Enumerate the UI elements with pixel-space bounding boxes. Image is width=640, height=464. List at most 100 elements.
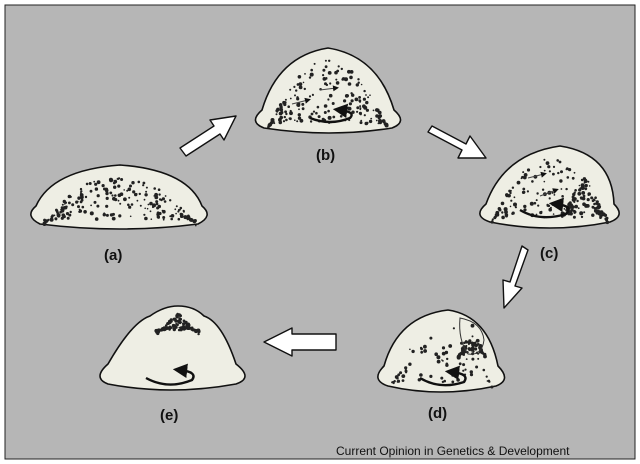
cell-dot bbox=[337, 108, 340, 111]
cell-dot bbox=[461, 350, 463, 352]
cell-dot bbox=[474, 347, 477, 350]
cell-dot bbox=[157, 215, 160, 218]
cell-dot bbox=[86, 183, 89, 186]
cell-dot bbox=[94, 183, 97, 186]
cell-dot bbox=[423, 349, 427, 353]
cell-dot bbox=[131, 203, 134, 206]
cell-dot bbox=[584, 187, 587, 190]
cell-dot bbox=[378, 119, 382, 123]
cell-dot bbox=[109, 192, 112, 195]
cell-dot bbox=[165, 324, 168, 327]
cell-dot bbox=[328, 60, 330, 62]
cell-dot bbox=[515, 206, 517, 208]
cell-dot bbox=[78, 197, 81, 200]
cell-dot bbox=[68, 214, 71, 217]
cell-dot bbox=[580, 198, 582, 200]
cell-dot bbox=[492, 218, 494, 220]
cell-dot bbox=[501, 211, 503, 213]
cell-dot bbox=[296, 96, 298, 98]
cell-dot bbox=[522, 188, 525, 191]
cell-dot bbox=[332, 116, 335, 119]
cell-dot bbox=[483, 369, 486, 372]
cell-dot bbox=[131, 181, 134, 184]
cell-dot bbox=[409, 349, 411, 351]
cell-dot bbox=[299, 86, 303, 90]
cell-dot bbox=[527, 190, 529, 192]
cell-dot bbox=[174, 208, 176, 210]
cell-dot bbox=[123, 197, 127, 201]
cell-dot bbox=[581, 186, 585, 190]
cell-dot bbox=[118, 200, 120, 202]
cell-dot bbox=[394, 380, 396, 382]
cell-dot bbox=[317, 106, 320, 109]
cell-dot bbox=[102, 184, 105, 187]
cell-dot bbox=[90, 211, 94, 215]
cell-dot bbox=[326, 84, 328, 86]
cell-dot bbox=[289, 89, 291, 91]
cell-dot bbox=[164, 200, 167, 203]
cell-dot bbox=[197, 333, 199, 335]
cell-dot bbox=[298, 113, 301, 116]
cell-dot bbox=[583, 177, 586, 180]
cell-dot bbox=[517, 181, 521, 185]
cell-dot bbox=[356, 106, 359, 109]
cell-dot bbox=[549, 170, 551, 172]
cell-dot bbox=[329, 94, 333, 98]
cell-dot bbox=[90, 190, 93, 193]
cell-dot bbox=[546, 161, 550, 165]
cell-dot bbox=[596, 207, 598, 209]
cell-dot bbox=[420, 347, 422, 349]
cell-dot bbox=[147, 208, 149, 210]
cell-dot bbox=[523, 205, 526, 208]
cell-dot bbox=[80, 192, 82, 194]
cell-dot bbox=[293, 86, 295, 88]
cell-dot bbox=[162, 216, 165, 219]
cell-dot bbox=[573, 216, 576, 219]
cell-dot bbox=[564, 208, 566, 210]
cell-dot bbox=[581, 179, 583, 181]
cell-dot bbox=[340, 115, 343, 118]
cell-dot bbox=[327, 110, 330, 113]
cell-dot bbox=[105, 205, 108, 208]
cell-dot bbox=[120, 192, 124, 196]
cell-dot bbox=[120, 178, 123, 181]
cell-dot bbox=[572, 198, 576, 202]
cell-dot bbox=[113, 182, 116, 185]
cell-dot bbox=[113, 186, 116, 189]
cell-dot bbox=[138, 181, 141, 184]
cell-dot bbox=[109, 178, 113, 182]
cell-dot bbox=[77, 201, 79, 203]
cell-dot bbox=[336, 81, 340, 85]
cell-dot bbox=[144, 208, 146, 210]
cell-dot bbox=[501, 202, 505, 206]
cell-dot bbox=[365, 94, 367, 96]
cell-dot bbox=[94, 201, 97, 204]
cell-dot bbox=[344, 77, 348, 81]
cell-dot bbox=[522, 191, 525, 194]
cell-dot bbox=[506, 195, 509, 198]
cell-dot bbox=[178, 317, 180, 319]
cell-dot bbox=[402, 379, 405, 382]
cell-dot bbox=[318, 115, 321, 118]
cell-dot bbox=[408, 363, 411, 366]
cell-dot bbox=[81, 199, 84, 202]
cell-dot bbox=[289, 117, 292, 120]
figure-credit: Current Opinion in Genetics & Developmen… bbox=[336, 444, 570, 458]
cell-dot bbox=[183, 215, 187, 219]
cell-dot bbox=[378, 115, 382, 119]
cell-dot bbox=[311, 113, 314, 116]
cell-dot bbox=[315, 112, 318, 115]
cell-dot bbox=[461, 347, 464, 350]
cell-dot bbox=[300, 119, 304, 123]
cell-dot bbox=[584, 182, 586, 184]
cell-dot bbox=[190, 218, 194, 222]
cell-dot bbox=[360, 113, 362, 115]
cell-dot bbox=[46, 221, 48, 223]
cell-dot bbox=[103, 213, 106, 216]
cell-dot bbox=[139, 193, 141, 195]
cell-dot bbox=[356, 83, 359, 86]
cell-dot bbox=[71, 203, 74, 206]
cell-dot bbox=[176, 313, 179, 316]
cell-dot bbox=[537, 205, 539, 207]
cell-dot bbox=[341, 68, 343, 70]
